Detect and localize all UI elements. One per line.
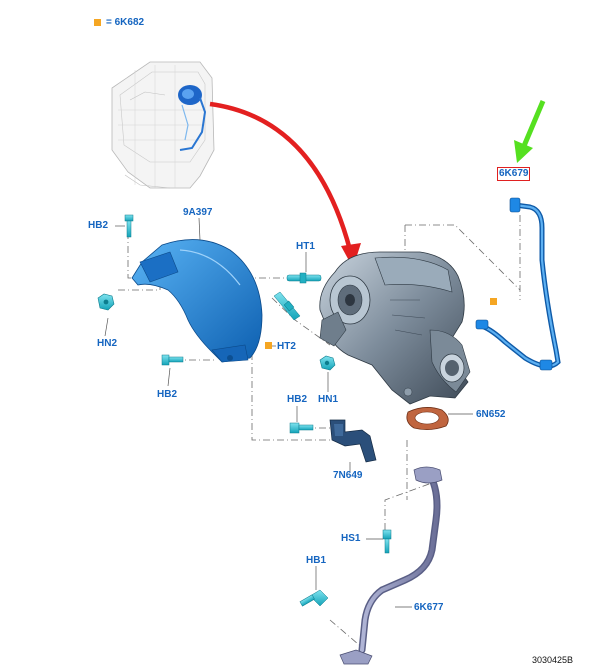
callout-6n652[interactable]: 6N652 — [476, 409, 506, 420]
callout-ht1[interactable]: HT1 — [296, 241, 315, 252]
callout-7n649[interactable]: 7N649 — [333, 470, 363, 481]
green-pointer-arrow — [514, 100, 546, 163]
bolt-hs1 — [382, 529, 392, 554]
stud-ht2 — [273, 291, 301, 321]
callout-6k677[interactable]: 6K677 — [414, 602, 444, 613]
callout-ht2[interactable]: HT2 — [277, 341, 296, 352]
bolt-hb1 — [299, 589, 329, 607]
engine-thumbnail — [111, 61, 215, 189]
callout-hb1[interactable]: HB1 — [306, 555, 327, 566]
oil-feed-tube-6k679 — [475, 197, 561, 371]
callout-6k679[interactable]: 6K679 — [497, 167, 531, 181]
turbocharger — [319, 251, 471, 405]
callout-hb2-left[interactable]: HB2 — [157, 389, 178, 400]
label-ticks — [104, 217, 473, 608]
callout-hn2[interactable]: HN2 — [97, 338, 118, 349]
legend-marker — [94, 19, 101, 26]
callout-hn1[interactable]: HN1 — [318, 394, 339, 405]
gasket-6n652 — [406, 407, 449, 430]
legend-text: = 6K682 — [106, 17, 145, 28]
illustration-number: 3030425B — [532, 655, 574, 665]
callout-9a397[interactable]: 9A397 — [183, 207, 213, 218]
red-pointer-arrow — [209, 101, 361, 268]
oil-return-tube-6k677 — [339, 466, 443, 665]
marker-6k682-ht2 — [265, 342, 272, 349]
bolt-hb2-left — [161, 354, 184, 366]
marker-6k682-turbo — [490, 298, 497, 305]
nut-hn1 — [319, 355, 336, 371]
nut-hn2 — [97, 293, 115, 311]
bracket-7n649 — [329, 419, 377, 463]
callout-hb2-mid[interactable]: HB2 — [287, 394, 308, 405]
heat-shield-9a397 — [131, 239, 263, 363]
bolt-hb2-mid — [289, 422, 314, 434]
bolt-hb2-top — [124, 214, 134, 238]
callout-hs1[interactable]: HS1 — [341, 533, 361, 544]
callout-hb2-top[interactable]: HB2 — [88, 220, 109, 231]
stud-ht1 — [286, 272, 322, 284]
